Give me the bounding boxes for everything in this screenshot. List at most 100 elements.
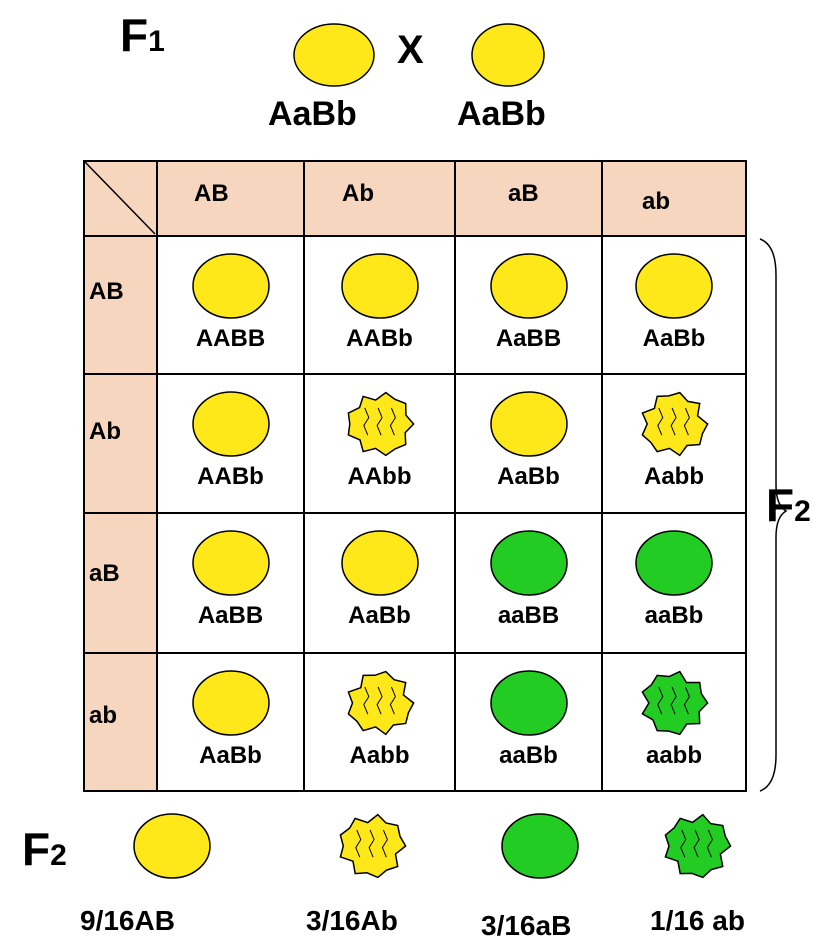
row-header-ab: ab [89,702,118,729]
cell-pea-r3-c2-shape [340,530,419,596]
cell-pea-r2-c4-wrinkle [657,407,664,436]
f2-brace-subscript: 2 [794,495,811,528]
parent2-genotype: AaBb [457,95,546,133]
cell-pea-r1-c1 [191,253,270,319]
cell-pea-r3-c3-shape [489,530,568,596]
cell-pea-r2-c2-wrinkle [362,407,369,436]
grid-hline-4 [83,652,747,654]
row-header-AB: AB [89,278,124,305]
summary-pea-4-wrinkle [680,829,687,858]
summary-ratio-1: 9/16AB [80,905,175,936]
summary-pea-4 [664,813,732,879]
parent1-pea-shape [293,23,375,87]
grid-border-right [745,160,747,792]
cell-genotype-r3-c4: aaBb [644,602,704,629]
f2-brace [759,238,788,792]
grid-border-bottom [83,790,747,792]
cell-pea-r4-c4-wrinkle [683,686,690,715]
f1-letter: F [120,9,149,61]
grid-vline-2 [303,160,305,792]
column-header-aB: aB [508,180,539,207]
f2-brace-letter: F [766,479,795,531]
grid-vline-1 [156,160,158,792]
grid-hline-3 [83,512,747,514]
cell-pea-r2-c2-wrinkle [376,407,383,436]
summary-pea-1 [133,813,211,879]
cell-pea-r4-c2-shape [346,670,415,736]
cell-pea-r2-c3 [489,391,568,457]
cell-genotype-r4-c4: aabb [645,742,702,769]
cell-genotype-r4-c1: AaBb [199,742,262,769]
column-header-Ab: Ab [342,180,374,207]
cell-pea-r2-c1-shape [191,391,270,457]
summary-pea-2-wrinkle [355,829,362,858]
summary-pea-2-shape [339,813,407,879]
parent2-pea-shape [471,23,545,87]
cell-pea-r4-c3 [489,670,568,736]
cell-pea-r4-c4 [641,670,709,736]
cell-genotype-r1-c1: AABB [195,325,266,352]
f1-subscript: 1 [148,25,165,58]
cell-pea-r3-c1 [191,530,270,596]
cell-pea-r1-c4 [635,253,713,319]
parent2-pea [471,23,545,87]
summary-pea-3 [501,813,579,879]
cell-pea-r4-c4-wrinkle [657,686,664,715]
cell-genotype-r4-c2: Aabb [349,742,410,769]
cell-genotype-r2-c1: AABb [197,463,264,490]
cell-pea-r1-c1-shape [191,253,270,319]
cell-pea-r4-c1-shape [191,670,270,736]
cell-pea-r4-c4-shape [641,670,709,736]
cell-pea-r1-c3-shape [489,253,568,319]
cell-genotype-r3-c1: AaBB [197,602,264,629]
cell-genotype-r1-c2: AABb [346,325,413,352]
summary-ratio-2: 3/16Ab [306,905,398,936]
cell-pea-r2-c4 [641,391,709,457]
cross-symbol: X [397,28,424,72]
cell-pea-r3-c3 [489,530,568,596]
cell-genotype-r2-c3: AaBb [497,463,560,490]
cell-pea-r4-c3-shape [489,670,568,736]
summary-pea-1-shape [133,813,211,879]
grid-vline-3 [454,160,456,792]
summary-pea-4-wrinkle [693,829,700,858]
cell-genotype-r1-c4: AaBb [642,325,706,352]
summary-pea-4-wrinkle [706,829,713,858]
row-header-band [83,160,157,792]
summary-f2-label: F2 [22,822,67,876]
grid-border-left [83,160,85,792]
grid-hline-1 [83,235,747,237]
cell-pea-r3-c2 [340,530,419,596]
summary-pea-2-wrinkle [381,829,388,858]
cell-pea-r4-c2-wrinkle [362,686,369,715]
column-header-band [83,160,747,236]
summary-pea-3-shape [501,813,579,879]
cell-pea-r1-c4-shape [635,253,713,319]
cell-pea-r2-c2-shape [347,391,415,457]
cell-pea-r3-c4 [635,530,713,596]
cell-pea-r2-c2 [347,391,415,457]
summary-f2-letter: F [22,823,51,875]
cell-pea-r4-c4-wrinkle [670,686,677,715]
summary-pea-2-wrinkle [368,829,375,858]
cell-genotype-r3-c2: AaBb [348,602,411,629]
cell-pea-r2-c4-wrinkle [670,407,677,436]
grid-hline-2 [83,373,747,375]
grid-vline-4 [601,160,603,792]
cell-pea-r3-c4-shape [635,530,713,596]
row-header-Ab: Ab [89,418,121,445]
cell-pea-r1-c2 [340,253,419,319]
cell-pea-r4-c2 [346,670,415,736]
cell-genotype-r2-c4: Aabb [644,463,704,490]
summary-ratio-4: 1/16 ab [650,905,745,936]
cell-pea-r2-c1 [191,391,270,457]
grid-border-top [83,160,747,162]
cell-pea-r1-c2-shape [340,253,419,319]
summary-ratio-3: 3/16aB [481,910,572,941]
column-header-AB: AB [194,180,229,207]
corner-diagonal [84,161,156,235]
summary-pea-2 [339,813,407,879]
cell-pea-r2-c2-wrinkle [389,407,396,436]
cell-pea-r2-c4-wrinkle [683,407,690,436]
